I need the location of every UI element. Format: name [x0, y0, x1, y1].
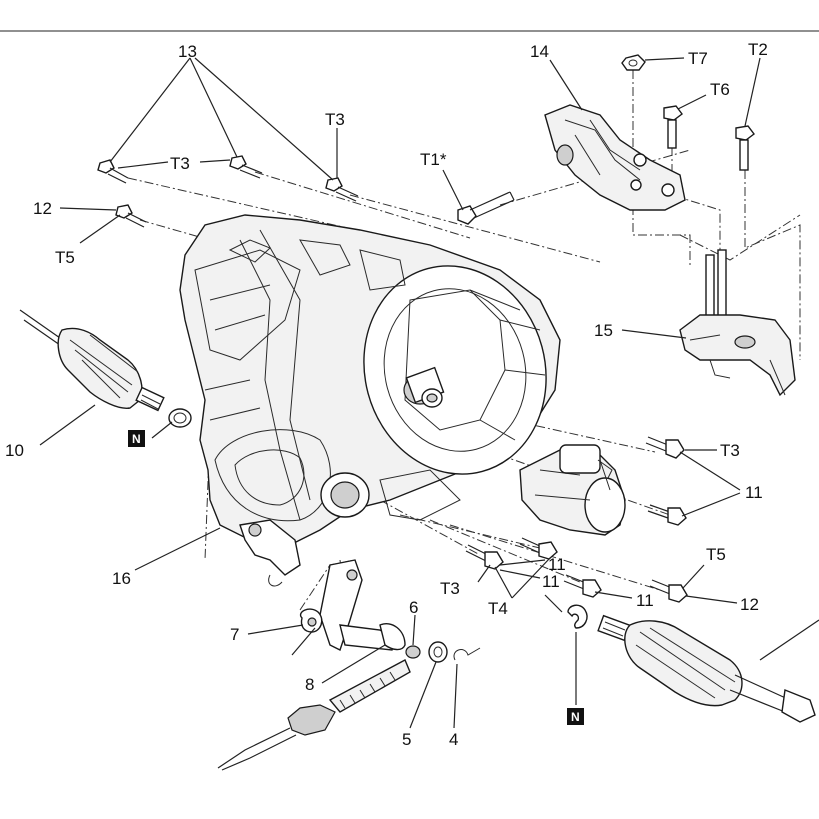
callout-t1: T1* — [420, 150, 447, 169]
callout-14: 14 — [530, 42, 549, 61]
bolt-11-d — [519, 537, 558, 560]
bolt-11-e — [563, 574, 602, 598]
callout-15: 15 — [594, 321, 613, 340]
bolt-t2 — [735, 125, 755, 171]
callout-10: 10 — [5, 441, 24, 460]
badge-n-right: N — [567, 708, 584, 725]
callout-13: 13 — [178, 42, 197, 61]
bolt-13-right — [325, 177, 359, 202]
callout-12-left: 12 — [33, 199, 52, 218]
callout-16: 16 — [112, 569, 131, 588]
badge-n-left-text: N — [132, 432, 141, 446]
lower-mount — [679, 249, 796, 397]
callout-7: 7 — [230, 625, 239, 644]
callout-t3-bottom: T3 — [440, 579, 460, 598]
callout-t3-left: T3 — [170, 154, 190, 173]
callout-labels: 13 14 T7 T2 T3 T6 T1* T3 12 T5 15 10 N T… — [5, 40, 768, 749]
callout-11-bottom: 11 — [636, 591, 654, 610]
callout-t3-right: T3 — [720, 441, 740, 460]
bolt-11-b — [647, 504, 687, 526]
bolt-t1 — [457, 191, 515, 225]
bolt-13-mid — [229, 155, 263, 179]
callout-t2: T2 — [748, 40, 768, 59]
callout-t5-right: T5 — [706, 545, 726, 564]
starter-motor — [519, 444, 626, 536]
bolt-11-c — [465, 544, 504, 570]
bolts — [97, 54, 755, 603]
callout-4: 4 — [449, 730, 458, 749]
callout-t4: T4 — [488, 599, 508, 618]
transmission-housing — [179, 214, 561, 546]
bolt-t6 — [663, 105, 683, 149]
badge-n-right-text: N — [571, 710, 580, 724]
callout-11-lower: 11 — [542, 572, 560, 591]
callout-12-right: 12 — [740, 595, 759, 614]
right-drive-shaft — [597, 614, 819, 723]
bolt-12-right — [649, 579, 688, 603]
callout-t3-top: T3 — [325, 110, 345, 129]
callout-11-right: 11 — [745, 483, 763, 502]
snap-ring-left — [168, 408, 192, 428]
callout-t6: T6 — [710, 80, 730, 99]
mount-bracket — [544, 104, 686, 211]
shift-lever-bracket — [239, 519, 301, 587]
callout-t5-left: T5 — [55, 248, 75, 267]
nut-t7 — [621, 54, 646, 71]
callout-5: 5 — [402, 730, 411, 749]
bolt-12-left — [115, 204, 147, 228]
badge-n-left: N — [128, 430, 145, 447]
callout-6: 6 — [409, 598, 418, 617]
callout-t7: T7 — [688, 49, 708, 68]
bolt-11-a — [645, 436, 685, 459]
callout-11-mid: 11 — [548, 555, 566, 574]
shift-cable-assembly — [217, 559, 481, 771]
leader-lines — [39, 57, 761, 729]
left-drive-shaft — [19, 309, 165, 412]
bolt-13-left — [97, 159, 129, 184]
callout-8: 8 — [305, 675, 314, 694]
snap-ring-right — [567, 604, 588, 629]
